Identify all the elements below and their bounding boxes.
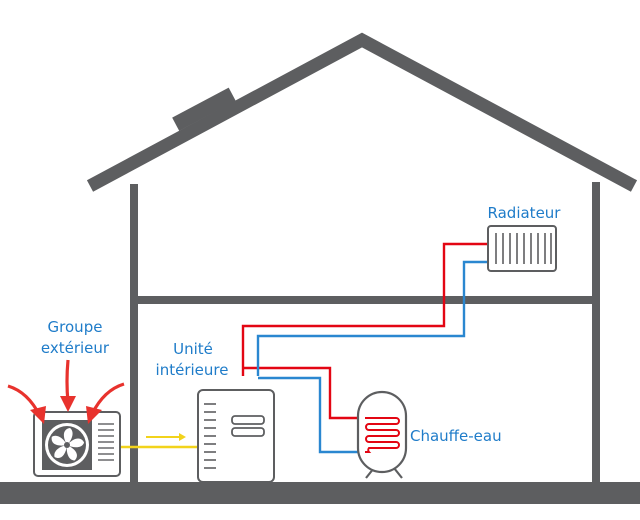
groupe-label-line2: extérieur — [40, 339, 110, 357]
solar-panel-icon — [172, 87, 236, 131]
ground — [0, 482, 640, 504]
house-outline — [130, 182, 600, 484]
roof — [86, 32, 638, 192]
unite-label-line1: Unité — [173, 340, 213, 358]
energy-transfer-arrow-icon — [120, 433, 197, 449]
hot-water-pipes — [241, 242, 488, 420]
fan-icon — [45, 423, 89, 467]
unite-label-line2: intérieure — [155, 361, 229, 379]
groupe-label-line1: Groupe — [47, 318, 103, 336]
indoor-unit-icon — [197, 389, 275, 483]
chauffe-eau-label: Chauffe-eau — [410, 427, 502, 445]
return-water-pipes — [256, 260, 488, 454]
air-intake-arrowheads — [30, 396, 102, 424]
water-heater-icon — [356, 390, 408, 479]
outdoor-unit-icon — [33, 411, 121, 477]
radiateur-label: Radiateur — [487, 204, 561, 222]
radiator-icon — [487, 225, 557, 272]
